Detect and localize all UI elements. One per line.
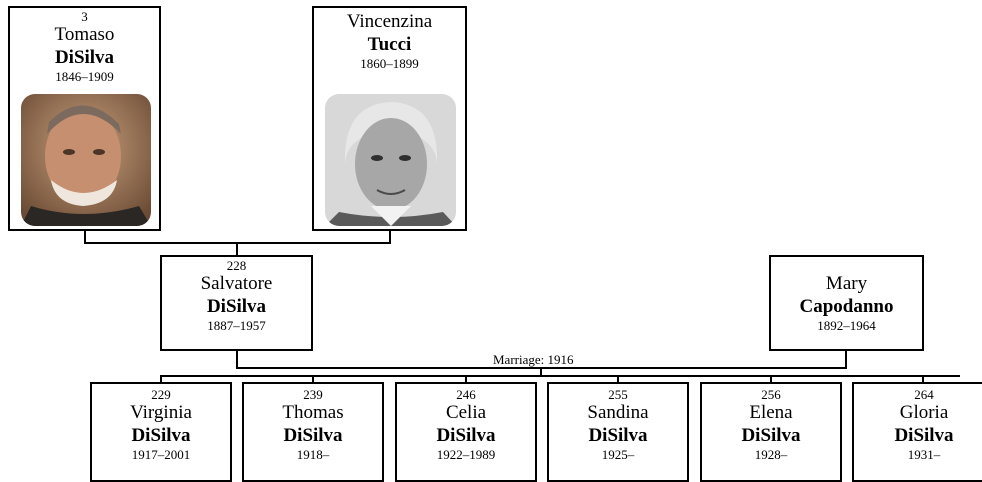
person-card-child[interactable]: 229 Virginia DiSilva 1917–2001 — [90, 382, 232, 482]
child-drop-4 — [617, 375, 619, 383]
person-given-name: Elena — [749, 402, 793, 423]
person-id: 3 — [81, 9, 88, 24]
person-card-child[interactable]: 255 Sandina DiSilva 1925– — [547, 382, 689, 482]
person-dates: 1928– — [754, 447, 788, 462]
portrait-photo — [325, 94, 456, 226]
person-id: 256 — [761, 387, 781, 402]
person-card-tomaso[interactable]: 3 Tomaso DiSilva 1846–1909 — [8, 6, 161, 231]
portrait-photo — [21, 94, 151, 226]
person-surname: Tucci — [367, 34, 412, 55]
person-dates: 1860–1899 — [360, 56, 419, 71]
person-id: 229 — [151, 387, 171, 402]
child-drop-2 — [312, 375, 314, 383]
person-dates: 1892–1964 — [817, 318, 876, 333]
person-given-name: Mary — [825, 273, 868, 294]
person-card-child[interactable]: 264 Gloria DiSilva 1931– — [852, 382, 982, 482]
person-id — [771, 259, 922, 272]
person-dates: 1922–1989 — [436, 447, 496, 462]
person-card-mary[interactable]: Mary Capodanno 1892–1964 — [769, 255, 924, 351]
person-card-child[interactable]: 256 Elena DiSilva 1928– — [700, 382, 842, 482]
parent-drop-left — [84, 230, 86, 244]
person-surname: DiSilva — [283, 425, 343, 446]
person-card-child[interactable]: 246 Celia DiSilva 1922–1989 — [395, 382, 537, 482]
person-surname: DiSilva — [588, 425, 648, 446]
child-drop-5 — [770, 375, 772, 383]
person-id: 239 — [303, 387, 323, 402]
person-surname: DiSilva — [894, 425, 954, 446]
person-dates: 1931– — [907, 447, 941, 462]
person-surname: DiSilva — [741, 425, 801, 446]
couple-drop-right — [845, 349, 847, 369]
person-given-name: Celia — [445, 402, 487, 423]
person-given-name: Tomaso — [54, 24, 115, 45]
marriage-label: Marriage: 1916 — [491, 352, 576, 367]
person-dates: 1925– — [601, 447, 635, 462]
person-id: 264 — [914, 387, 934, 402]
person-dates: 1887–1957 — [207, 318, 266, 333]
child-drop-6 — [922, 375, 924, 383]
person-given-name: Salvatore — [200, 273, 273, 294]
person-surname: DiSilva — [206, 296, 267, 317]
person-card-child[interactable]: 239 Thomas DiSilva 1918– — [242, 382, 384, 482]
person-dates: 1846–1909 — [55, 69, 114, 84]
child-drop-3 — [465, 375, 467, 383]
person-id: 255 — [608, 387, 628, 402]
person-given-name: Gloria — [899, 402, 949, 423]
person-given-name: Virginia — [130, 402, 192, 423]
person-surname: Capodanno — [799, 296, 894, 317]
person-surname: DiSilva — [131, 425, 191, 446]
person-id: 228 — [226, 258, 247, 273]
children-connector — [160, 375, 960, 377]
person-id: 246 — [456, 387, 476, 402]
parent-to-child-line — [236, 242, 238, 256]
person-surname: DiSilva — [54, 47, 115, 68]
person-surname: DiSilva — [436, 425, 496, 446]
parent-drop-right — [389, 230, 391, 244]
person-given-name: Vincenzina — [346, 11, 433, 32]
child-drop-1 — [160, 375, 162, 383]
person-card-vincenzina[interactable]: Vincenzina Tucci 1860–1899 — [312, 6, 467, 231]
couple-drop-left — [236, 349, 238, 369]
person-card-salvatore[interactable]: 228 Salvatore DiSilva 1887–1957 — [160, 255, 313, 351]
children-stem — [540, 367, 542, 377]
person-dates: 1917–2001 — [131, 447, 191, 462]
person-given-name: Thomas — [282, 402, 344, 423]
person-dates: 1918– — [296, 447, 330, 462]
person-given-name: Sandina — [587, 402, 649, 423]
